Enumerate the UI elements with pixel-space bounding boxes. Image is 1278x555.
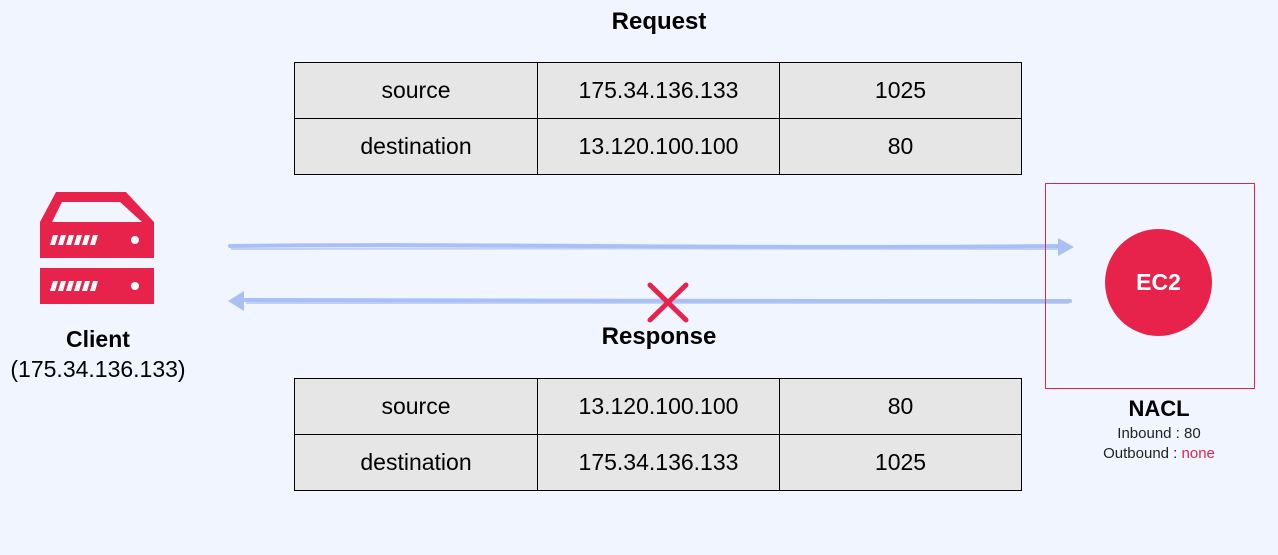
table-row: destination 175.34.136.133 1025 [294,434,1022,491]
table-row: destination 13.120.100.100 80 [294,118,1022,175]
nacl-title: NACL [1128,396,1190,421]
table-cell: source [294,378,538,435]
table-cell: 80 [779,378,1022,435]
table-cell: 80 [779,118,1022,175]
response-table: source 13.120.100.100 80 destination 175… [294,378,1022,491]
table-row: source 175.34.136.133 1025 [294,62,1022,119]
nacl-boundary [1045,183,1255,389]
request-table: source 175.34.136.133 1025 destination 1… [294,62,1022,175]
table-row: source 13.120.100.100 80 [294,378,1022,435]
blocked-icon [647,282,689,323]
request-arrow [228,238,1074,256]
request-title: Request [611,8,707,35]
table-cell: 13.120.100.100 [537,118,780,175]
client-label: Client [66,326,130,352]
ec2-node: EC2 [1105,229,1212,336]
table-cell: 175.34.136.133 [537,434,780,491]
nacl-inbound: Inbound : 80 [1059,425,1259,442]
table-cell: 1025 [779,434,1022,491]
nacl-inbound-value: 80 [1184,425,1201,442]
table-cell: destination [294,118,538,175]
client-ip: (175.34.136.133) [10,356,186,382]
response-title: Response [601,323,717,350]
response-arrow [228,291,1072,311]
server-icon [40,192,154,304]
table-cell: source [294,62,538,119]
nacl-inbound-label: Inbound : [1117,425,1185,442]
nacl-outbound: Outbound : none [1059,445,1259,462]
table-cell: 13.120.100.100 [537,378,780,435]
nacl-outbound-value: none [1181,445,1215,462]
nacl-outbound-label: Outbound : [1103,445,1182,462]
table-cell: destination [294,434,538,491]
